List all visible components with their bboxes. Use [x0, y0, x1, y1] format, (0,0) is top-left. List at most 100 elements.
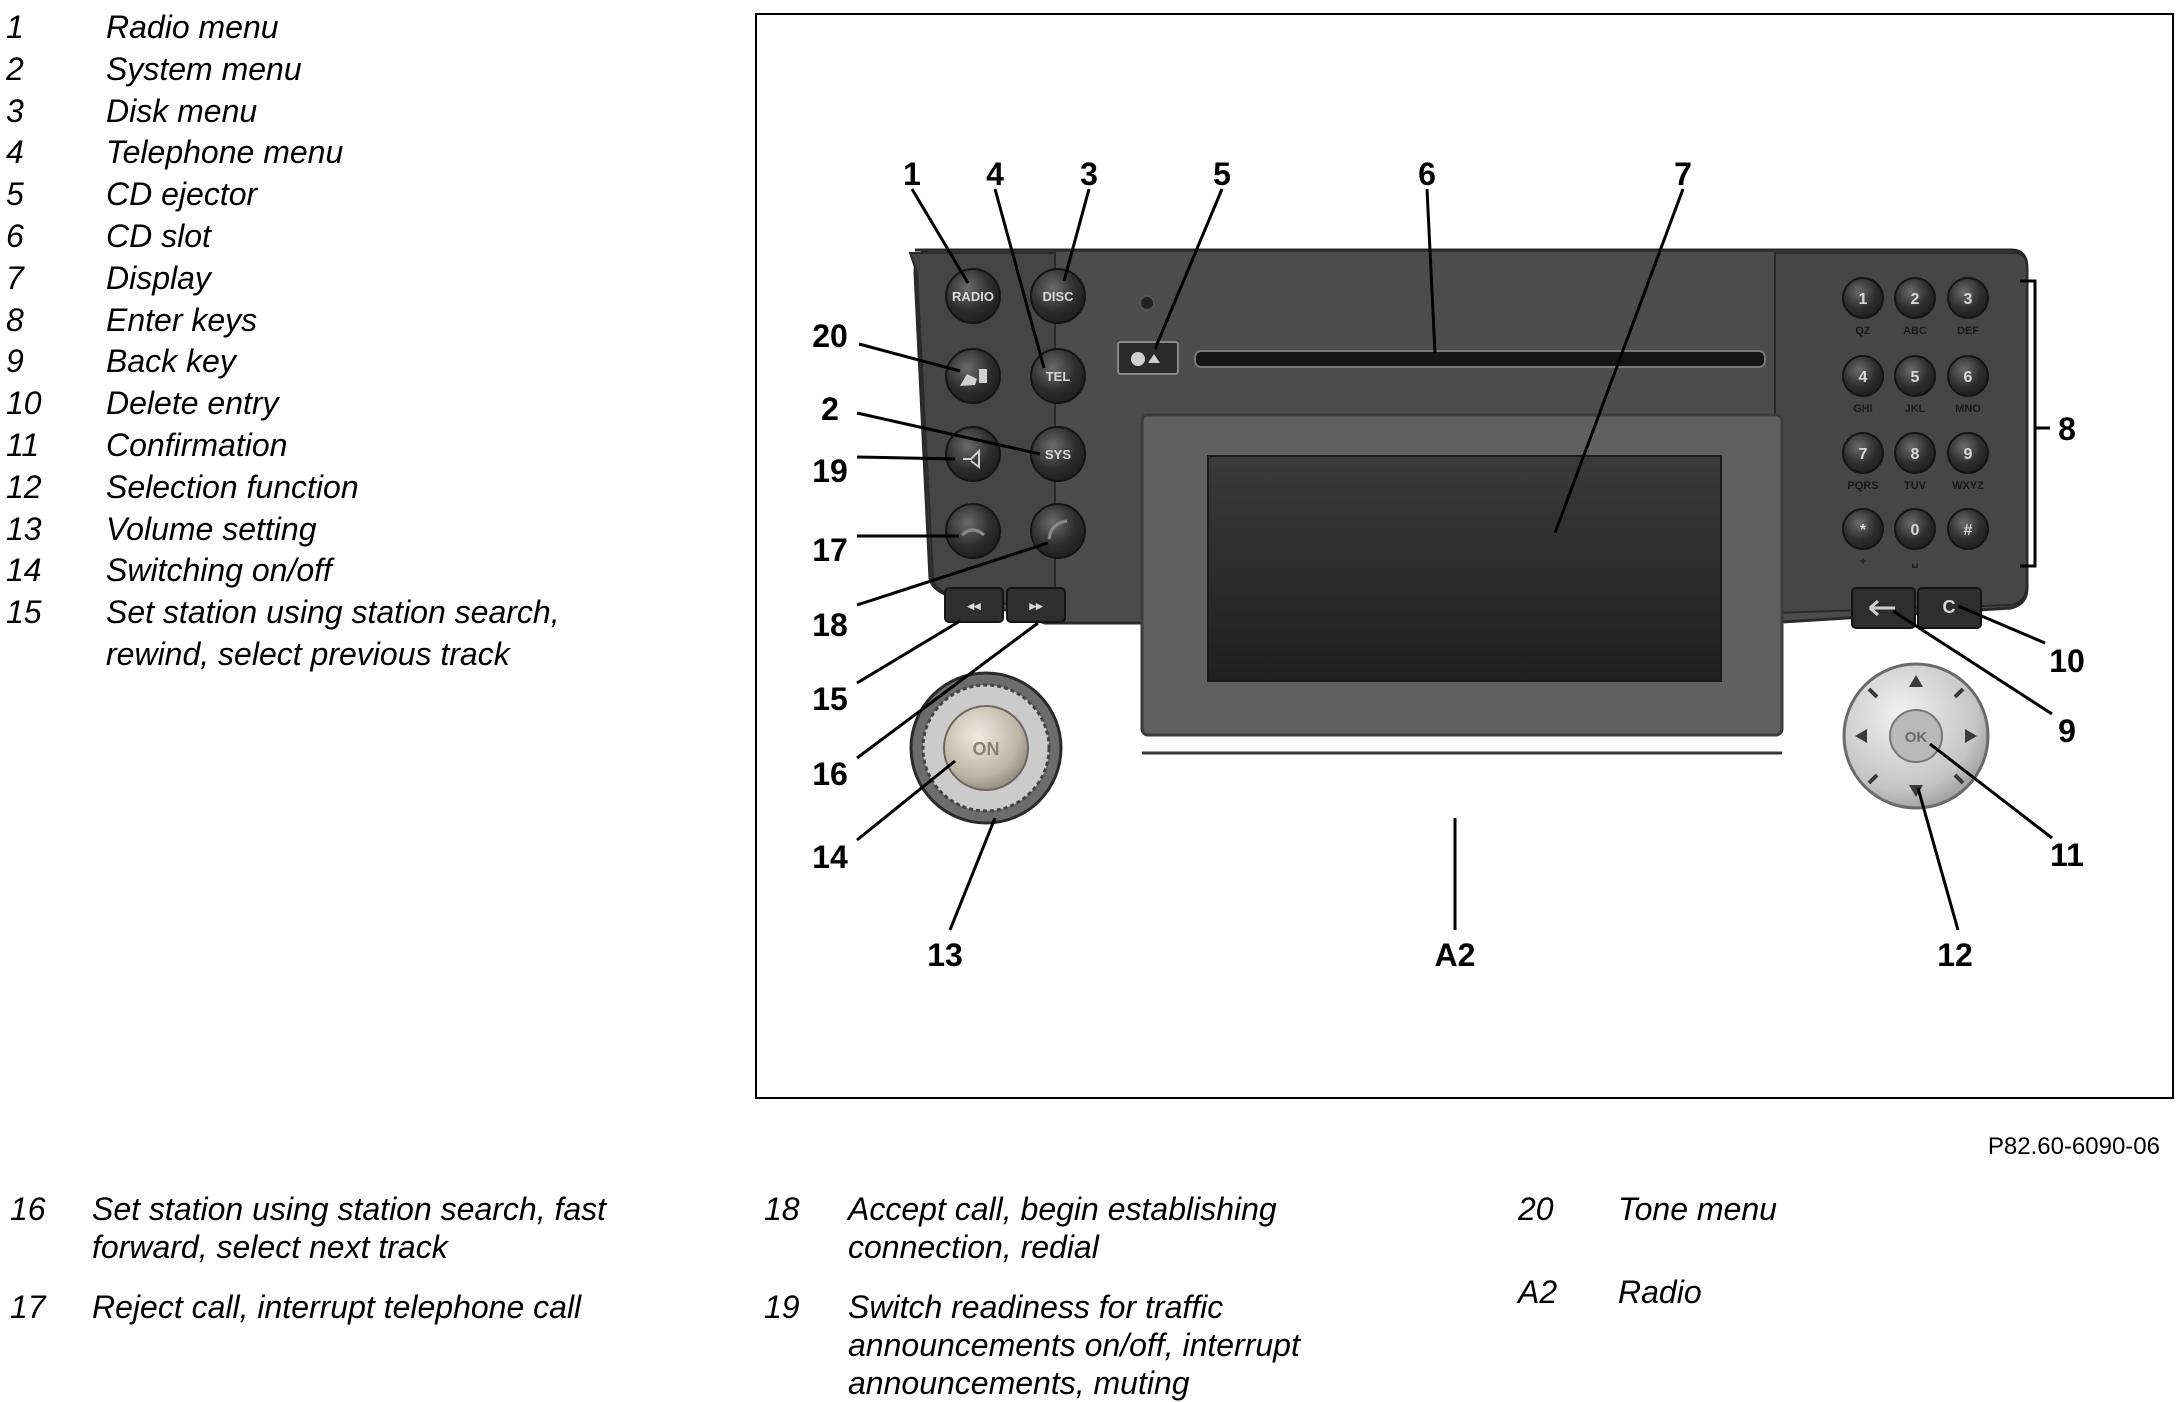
callout-20: 20 — [812, 318, 848, 354]
tone-button[interactable] — [945, 348, 1001, 404]
callout-19: 19 — [812, 453, 848, 489]
tel-button-label: TEL — [1046, 369, 1071, 384]
legend-text-cont: announcements, muting — [848, 1365, 1190, 1401]
callout-3: 3 — [1080, 156, 1098, 192]
cd-eject-button[interactable] — [1117, 341, 1179, 375]
legend-number: 12 — [6, 468, 42, 505]
keypad-key-12[interactable]: # — [1947, 508, 1989, 550]
keypad-key-label: 8 — [1911, 446, 1920, 463]
rewind-icon: ◂◂ — [966, 598, 981, 613]
keypad-key-sublabel: ␣ — [1912, 556, 1919, 568]
legend-number: 16 — [10, 1191, 46, 1227]
legend-text: Confirmation — [106, 426, 288, 463]
keypad-key-10[interactable]: *+ — [1842, 508, 1884, 568]
tel-button[interactable]: TEL — [1030, 348, 1086, 404]
legend-text: Enter keys — [106, 301, 258, 338]
keypad-key-sublabel: TUV — [1904, 480, 1927, 492]
callout-leaders — [856, 188, 2053, 931]
radio-button[interactable]: RADIO — [945, 268, 1001, 324]
callout-15: 15 — [812, 681, 848, 717]
legend-text-cont: connection, redial — [848, 1229, 1099, 1265]
reject-call-button[interactable] — [945, 503, 1001, 559]
accept-call-button[interactable] — [1030, 503, 1086, 559]
legend-text: Switching on/off — [106, 552, 332, 589]
delete-key-label: C — [1943, 597, 1956, 617]
figure-frame — [755, 13, 2174, 1099]
legend-text: Selection function — [106, 468, 359, 505]
keypad-key-sublabel: ABC — [1903, 325, 1927, 337]
seek-back-button[interactable]: ◂◂ — [944, 587, 1004, 623]
radio-button-label: RADIO — [952, 289, 994, 304]
keypad-key-1[interactable]: 1QZ — [1842, 277, 1884, 337]
sys-button-label: SYS — [1045, 447, 1071, 462]
legend-number: 20 — [1518, 1191, 1554, 1227]
callout-6: 6 — [1418, 156, 1436, 192]
legend-text: Radio — [1618, 1274, 1702, 1310]
ok-button-label: OK — [1905, 729, 1928, 746]
keypad-key-label: 0 — [1911, 522, 1920, 539]
keypad-key-sublabel: + — [1860, 556, 1866, 568]
legend-number: 10 — [6, 385, 42, 422]
legend-text: Radio menu — [106, 9, 279, 45]
legend-text: Disk menu — [106, 92, 258, 129]
keypad-key-sublabel: DEF — [1957, 325, 1979, 337]
radio-figure: RADIO DISC TEL SYS ◂◂ ▸▸ — [812, 156, 2085, 973]
ok-button[interactable]: OK — [1889, 709, 1943, 763]
legend-number: 11 — [6, 426, 40, 463]
callout-10: 10 — [2049, 643, 2085, 679]
legend-number: 4 — [6, 134, 24, 171]
legend-item-14: 14 Switching on/off — [6, 550, 706, 592]
keypad-key-sublabel: WXYZ — [1952, 480, 1984, 492]
seek-forward-button[interactable]: ▸▸ — [1006, 587, 1066, 623]
power-on-button[interactable]: ON — [943, 705, 1029, 791]
legend-number: 14 — [6, 552, 42, 589]
legend-text-cont: forward, select next track — [92, 1229, 448, 1265]
keypad-key-label: 9 — [1964, 446, 1973, 463]
keypad-key-label: 7 — [1859, 446, 1868, 463]
callout-a2: A2 — [1435, 937, 1476, 973]
disc-button-label: DISC — [1042, 289, 1074, 304]
callout-1: 1 — [903, 156, 921, 192]
legend-text: Accept call, begin establishing — [848, 1191, 1277, 1227]
back-key[interactable] — [1851, 587, 1916, 629]
delete-key[interactable]: C — [1917, 587, 1982, 629]
legend-text: Volume setting — [106, 510, 317, 547]
callout-4: 4 — [986, 156, 1004, 192]
keypad-key-label: 4 — [1859, 369, 1868, 386]
keypad-key-11[interactable]: 0␣ — [1894, 508, 1936, 568]
arrow-up-icon — [1909, 675, 1923, 687]
hangup-icon — [960, 528, 986, 537]
keypad-key-label: 6 — [1964, 369, 1973, 386]
legend-text: CD slot — [106, 217, 211, 254]
legend-number: 9 — [6, 343, 24, 380]
fast-forward-icon: ▸▸ — [1028, 598, 1044, 613]
note-icon — [960, 369, 987, 386]
cd-slot[interactable] — [1194, 350, 1766, 368]
keypad-key-sublabel: PQRS — [1847, 480, 1878, 492]
legend-text: CD ejector — [106, 176, 258, 213]
legend-number: 19 — [764, 1289, 800, 1325]
sys-button[interactable]: SYS — [1030, 426, 1086, 482]
disc-button[interactable]: DISC — [1030, 268, 1086, 324]
callout-16: 16 — [812, 756, 848, 792]
keypad-key-label: 5 — [1911, 369, 1920, 386]
